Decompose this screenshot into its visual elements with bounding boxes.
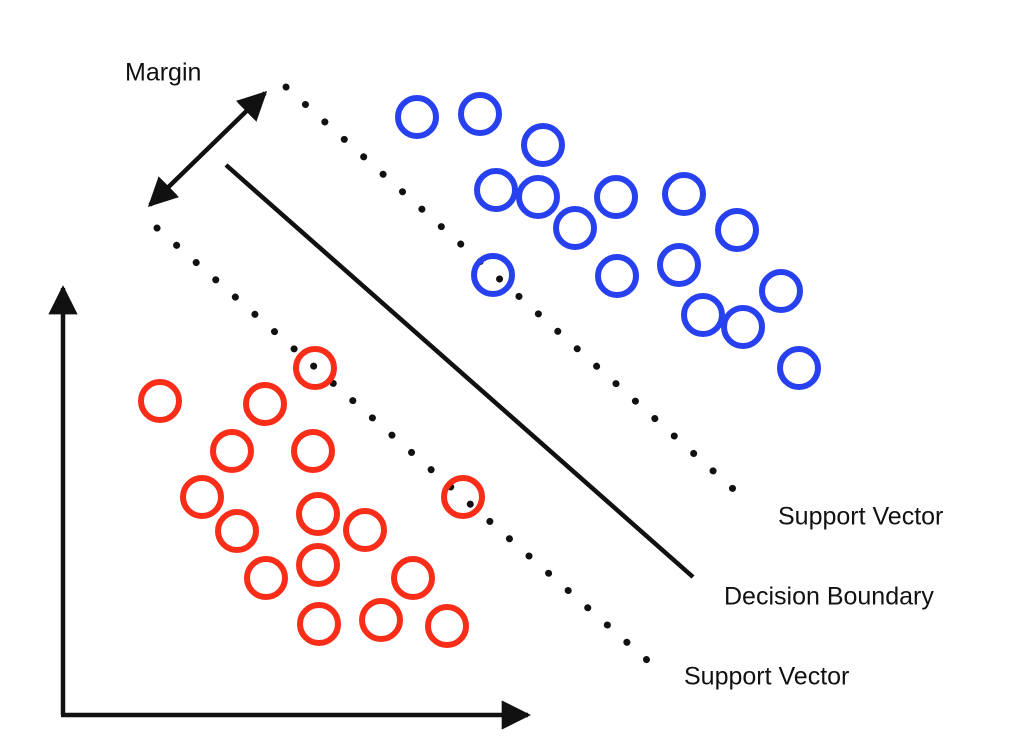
data-point-class-red [291, 429, 335, 473]
data-point-class-red [243, 382, 287, 426]
margin-double-arrow [147, 90, 268, 208]
data-point-class-red [180, 475, 224, 519]
data-point-class-red [210, 429, 254, 473]
data-point-class-blue [721, 305, 765, 349]
decision-boundary-line [224, 163, 695, 579]
axes-group [48, 285, 531, 730]
data-point-class-red [441, 475, 485, 519]
data-point-class-blue [474, 168, 518, 212]
data-point-class-blue [595, 254, 639, 298]
data-point-class-blue [681, 293, 725, 337]
data-point-class-red [296, 492, 340, 536]
annotations-group: Margin Support Vector Decision Boundary … [125, 59, 943, 691]
data-point-class-blue [553, 206, 597, 250]
margin-arrow-group [147, 90, 268, 208]
data-point-class-red [297, 602, 341, 646]
data-point-class-blue [521, 123, 565, 167]
data-point-class-blue [516, 175, 560, 219]
margin-label: Margin [125, 59, 201, 87]
data-point-class-red [244, 556, 288, 600]
data-point-class-red [296, 543, 340, 587]
data-point-class-red [215, 509, 259, 553]
point-series-class-red [138, 346, 485, 648]
support-vector-line-upper [282, 83, 755, 509]
data-point-class-blue [471, 253, 515, 297]
data-point-class-blue [662, 172, 706, 216]
support-vector-label-top: Support Vector [778, 503, 943, 531]
data-point-class-blue [458, 92, 502, 136]
data-point-class-red [293, 346, 337, 390]
data-point-class-blue [594, 175, 638, 219]
data-point-class-red [359, 598, 403, 642]
data-point-class-red [343, 508, 387, 552]
data-point-class-red [425, 604, 469, 648]
data-point-class-blue [657, 243, 701, 287]
decision-boundary-label: Decision Boundary [724, 583, 934, 611]
data-point-class-red [391, 556, 435, 600]
data-point-class-red [138, 379, 182, 423]
data-points-layer [138, 92, 821, 648]
point-series-class-blue [395, 92, 821, 390]
data-point-class-blue [715, 208, 759, 252]
margin-boundary-lines-group [153, 83, 755, 664]
data-point-class-blue [395, 95, 439, 139]
decision-boundary-group [224, 163, 695, 579]
data-point-class-blue [759, 269, 803, 313]
data-point-class-blue [777, 346, 821, 390]
support-vector-label-bottom: Support Vector [684, 663, 849, 691]
